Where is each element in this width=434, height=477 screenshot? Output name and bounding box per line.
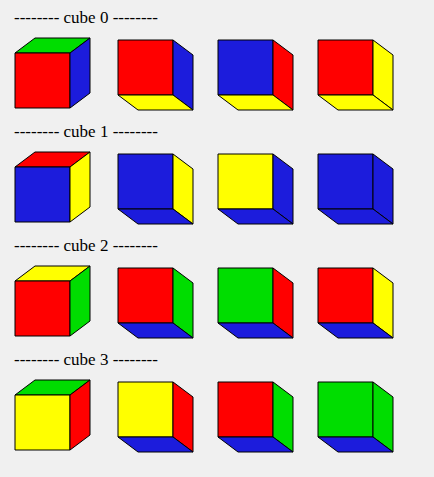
cube-bottom-face bbox=[118, 323, 193, 338]
cube-heading: -------- cube 2 -------- bbox=[14, 236, 158, 256]
cube-front-face bbox=[15, 395, 70, 450]
cube-side-face bbox=[70, 380, 90, 450]
cube-front-face bbox=[318, 154, 373, 209]
heading-wrap: -------- cube 3 -------- bbox=[14, 350, 158, 370]
cube-side-face bbox=[70, 38, 90, 108]
cube-heading: -------- cube 3 -------- bbox=[14, 350, 158, 370]
cube-bottom-face bbox=[118, 209, 193, 224]
cube-front-face bbox=[118, 382, 173, 437]
cube-front-face bbox=[318, 40, 373, 95]
cube-bottom-face bbox=[318, 437, 393, 452]
cube-front-face bbox=[15, 167, 70, 222]
cube-bottom-face bbox=[218, 323, 293, 338]
cube-front-face bbox=[318, 268, 373, 323]
cube-bottom-face bbox=[318, 323, 393, 338]
cube-front-face bbox=[118, 154, 173, 209]
cube-front-face bbox=[118, 40, 173, 95]
cube-front-face bbox=[15, 281, 70, 336]
cube-front-face bbox=[15, 53, 70, 108]
heading-wrap: -------- cube 1 -------- bbox=[14, 122, 158, 142]
cube-bottom-face bbox=[118, 437, 193, 452]
cube-bottom-face bbox=[218, 437, 293, 452]
cube-bottom-face bbox=[318, 95, 393, 110]
cube-front-face bbox=[218, 154, 273, 209]
cube-bottom-face bbox=[318, 209, 393, 224]
cube-front-face bbox=[218, 268, 273, 323]
cube-heading: -------- cube 0 -------- bbox=[14, 8, 158, 28]
cube-side-face bbox=[70, 266, 90, 336]
cube-side-face bbox=[70, 152, 90, 222]
cube-front-face bbox=[118, 268, 173, 323]
cube-heading: -------- cube 1 -------- bbox=[14, 122, 158, 142]
cube-front-face bbox=[218, 40, 273, 95]
cube-bottom-face bbox=[218, 95, 293, 110]
cube-front-face bbox=[218, 382, 273, 437]
cube-front-face bbox=[318, 382, 373, 437]
heading-wrap: -------- cube 0 -------- bbox=[14, 8, 158, 28]
cube-bottom-face bbox=[118, 95, 193, 110]
heading-wrap: -------- cube 2 -------- bbox=[14, 236, 158, 256]
cube-bottom-face bbox=[218, 209, 293, 224]
